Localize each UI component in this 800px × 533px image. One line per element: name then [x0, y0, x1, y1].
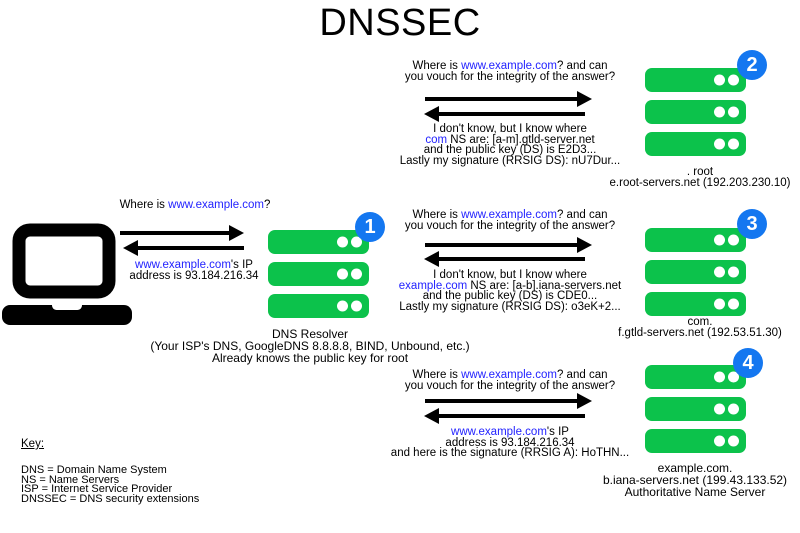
server-led-icon — [714, 138, 725, 150]
server-led-icon — [337, 268, 348, 280]
client-question-text: Where is www.example.com? — [119, 199, 271, 211]
server-led-icon — [351, 236, 362, 248]
auth-server-label: example.com.b.iana-servers.net (199.43.1… — [602, 461, 788, 499]
server-bar — [645, 365, 746, 389]
server-led-icon — [728, 266, 739, 278]
server-bar — [645, 68, 746, 92]
com-server-icon — [645, 228, 746, 316]
server-bar — [268, 230, 369, 254]
server-led-icon — [337, 300, 348, 312]
arrow-left-icon — [137, 246, 244, 250]
step-badge-4: 4 — [733, 348, 763, 378]
server-led-icon — [714, 298, 725, 310]
server-bar — [645, 292, 746, 316]
server-led-icon — [714, 371, 725, 383]
server-led-icon — [728, 298, 739, 310]
server-bar — [645, 100, 746, 124]
server-led-icon — [351, 268, 362, 280]
server-led-icon — [728, 138, 739, 150]
arrow-left-icon — [438, 414, 585, 418]
server-led-icon — [337, 236, 348, 248]
step-badge-1: 1 — [355, 212, 385, 242]
arrow-right-icon — [425, 399, 578, 403]
com-server-label: com.f.gtld-servers.net (192.53.51.30) — [618, 316, 782, 340]
step-badge-3: 3 — [737, 209, 767, 239]
server-bar — [645, 260, 746, 284]
server-led-icon — [714, 106, 725, 118]
key-title: Key: — [21, 438, 45, 450]
arrow-right-icon — [425, 97, 578, 101]
server-bar — [645, 429, 746, 453]
arrow-right-icon — [425, 243, 578, 247]
server-led-icon — [714, 234, 725, 246]
arrow-left-icon — [438, 257, 585, 261]
server-bar — [645, 228, 746, 252]
root-server-icon — [645, 68, 746, 156]
arrow-left-icon — [438, 112, 585, 116]
server-led-icon — [728, 234, 739, 246]
server-led-icon — [714, 403, 725, 415]
arrow-right-icon — [120, 231, 230, 235]
page-title: DNSSEC — [319, 2, 481, 44]
server-bar — [645, 132, 746, 156]
dns-resolver-server-icon — [268, 230, 369, 318]
server-led-icon — [728, 435, 739, 447]
server-led-icon — [728, 106, 739, 118]
auth-server-icon — [645, 365, 746, 453]
step-badge-2: 2 — [737, 50, 767, 80]
server-led-icon — [728, 403, 739, 415]
resolver-label: DNS Resolver(Your ISP's DNS, GoogleDNS 8… — [150, 327, 470, 365]
server-bar — [268, 294, 369, 318]
server-led-icon — [351, 300, 362, 312]
server-bar — [645, 397, 746, 421]
laptop-icon — [2, 223, 132, 325]
server-led-icon — [728, 74, 739, 86]
server-led-icon — [714, 266, 725, 278]
server-led-icon — [714, 74, 725, 86]
server-bar — [268, 262, 369, 286]
server-led-icon — [728, 371, 739, 383]
server-led-icon — [714, 435, 725, 447]
